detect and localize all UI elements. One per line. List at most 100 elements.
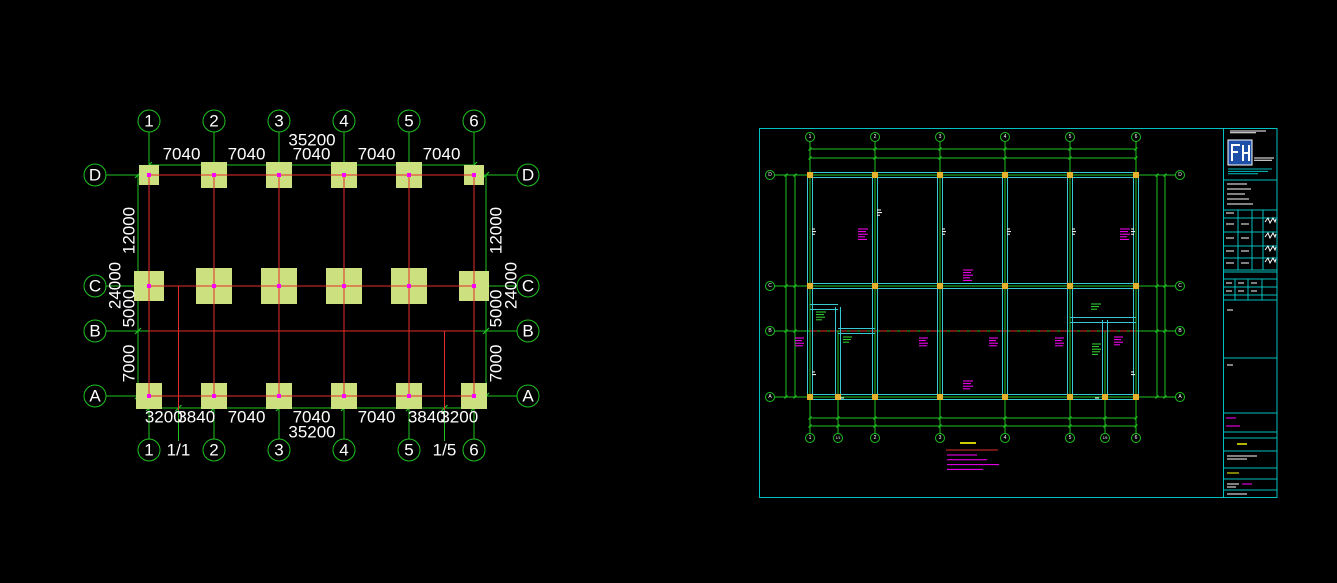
column-marker: [147, 394, 151, 398]
row-axis-label-right: B: [522, 322, 533, 341]
sheet-column-bubble-top: [935, 132, 945, 142]
sheet-row-bubble-right: [1175, 392, 1185, 402]
sheet-column: [872, 172, 878, 178]
beam-annotation-green: [843, 336, 852, 343]
column-marker: [342, 173, 346, 177]
column-axis-label-top: 3: [274, 112, 283, 131]
column-axis-bubble-top: [267, 109, 291, 133]
beam-annotation-magenta: [989, 337, 998, 347]
column-marker: [277, 394, 281, 398]
sheet-dimension-tick: [1163, 173, 1167, 177]
sheet-dimension-tick: [793, 173, 797, 177]
sheet-column-label-top: 3: [939, 134, 942, 140]
top-total-dimension: 35200: [288, 131, 335, 150]
sheet-dimension-tick: [938, 416, 942, 420]
column-axis-label-bottom: 5: [404, 441, 413, 460]
top-span-dimension: 7040: [228, 145, 266, 164]
sheet-annotations: [795, 209, 1135, 399]
sheet-column-label-top: 2: [874, 134, 877, 140]
sheet-column: [807, 172, 813, 178]
sheet-row-label-left: B: [768, 328, 772, 334]
sheet-row-label-left: D: [768, 172, 772, 178]
column-markers: [147, 173, 476, 398]
sheet-dimension-tick: [1103, 416, 1107, 420]
sheet-column-bubble-top: [1065, 132, 1075, 142]
column-marker: [472, 284, 476, 288]
drawing-title-mark: [1227, 455, 1257, 460]
sheet-row-bubble-right: [1175, 281, 1185, 291]
sheet-dimension-tick: [836, 416, 840, 420]
company-info-mark: [1228, 168, 1272, 175]
bottom-span-dimension: 3840: [177, 408, 215, 427]
sheet-dimension-tick: [1003, 156, 1007, 160]
column-marker: [277, 284, 281, 288]
beam-annotation-magenta: [1114, 336, 1123, 346]
sheet-column-label-bottom: 1/1: [836, 436, 841, 440]
top-span-dimension: 7040: [423, 145, 461, 164]
sheet-column: [1067, 172, 1073, 178]
sheet-column: [1002, 172, 1008, 178]
sheet-dimension-tick: [1068, 156, 1072, 160]
sheet-column: [1133, 283, 1139, 289]
row-axis-bubble-right: [516, 384, 540, 408]
sheet-column-bubble-top: [870, 132, 880, 142]
sheet-column: [807, 394, 813, 400]
date-mark: [1227, 483, 1239, 488]
row-axis-label-right: C: [522, 277, 534, 296]
sheet-dimension-tick: [784, 395, 788, 399]
sheet-dimension-tick: [1068, 424, 1072, 428]
beam-annotation-green: [1092, 343, 1101, 355]
bottom-span-dimension: 7040: [293, 408, 331, 427]
column-axis-bubble-top: [137, 109, 161, 133]
sheet-column: [807, 283, 813, 289]
sheet-column: [1133, 394, 1139, 400]
column-axis-bubble-top: [202, 109, 226, 133]
column-axis-label-bottom: 6: [469, 441, 478, 460]
column-axis-label-bottom: 2: [209, 441, 218, 460]
sheet-dimension-tick: [808, 147, 812, 151]
sheet-column-bubble-top: [805, 132, 815, 142]
column-axis-label-bottom: 4: [339, 441, 348, 460]
row-axis-bubble-left: [83, 274, 107, 298]
beam-annotation-white: [877, 209, 882, 216]
row-axis-bubble-right: [516, 274, 540, 298]
sheet-dimension-tick: [873, 147, 877, 151]
sheet-column: [872, 283, 878, 289]
project-info-mark: [1227, 183, 1253, 205]
sheet-column: [1002, 394, 1008, 400]
sheet-column: [937, 283, 943, 289]
column-marker: [472, 394, 476, 398]
sheet-column-label-top: 6: [1135, 134, 1138, 140]
column-marker: [342, 284, 346, 288]
right-span-dimension: 5000: [487, 290, 506, 328]
column-axis-bubble-top: [462, 109, 486, 133]
sheet-column: [1067, 283, 1073, 289]
beam-annotation-magenta: [963, 380, 973, 390]
bottom-span-dimension: 7040: [228, 408, 266, 427]
left-span-dimension: 7000: [120, 345, 139, 383]
column-marker: [147, 173, 151, 177]
sheet-dimension-tick: [1068, 416, 1072, 420]
sheet-column: [937, 172, 943, 178]
signature-scribble: [1264, 216, 1277, 225]
column-axis-label-top: 2: [209, 112, 218, 131]
sheet-dimension-tick: [793, 284, 797, 288]
sheet-column-label-bottom: 2: [874, 435, 877, 441]
sheet-column-label-bottom: 1/5: [1103, 436, 1108, 440]
sheet-row-bubble-left: [765, 170, 775, 180]
column-axis-bubble-top: [397, 109, 421, 133]
sheet-column-label-bottom: 6: [1135, 435, 1138, 441]
beam-annotation-white: [1131, 371, 1135, 376]
sheet-column-label-bottom: 4: [1004, 435, 1007, 441]
column-axis-label-top: 4: [339, 112, 348, 131]
sheet-dimension-tick: [784, 284, 788, 288]
sheet-column-bubble-bottom: [833, 433, 843, 443]
top-span-dimension: 7040: [163, 145, 201, 164]
sheet-column: [835, 394, 841, 400]
sheet-dimension-tick: [1103, 424, 1107, 428]
beam-annotation-white: [1072, 228, 1076, 235]
